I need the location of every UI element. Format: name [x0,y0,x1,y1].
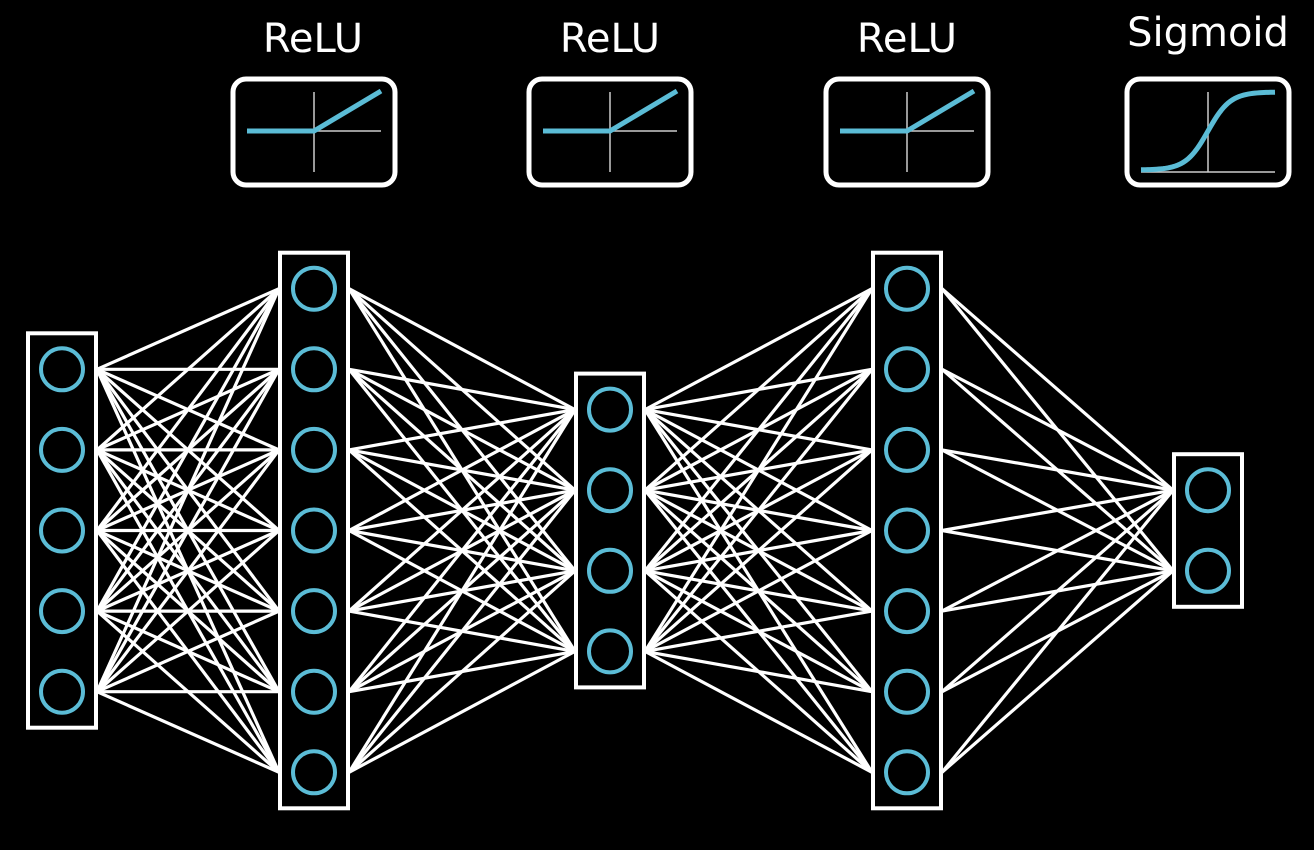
neuron-node [291,668,337,715]
connection-edge [96,287,280,371]
neuron-node [1185,547,1231,594]
connection-edge [643,287,874,572]
neuron-node [39,426,85,473]
connection-edge [348,408,576,532]
relu-curve-icon [840,88,976,134]
neuron-node [884,507,930,554]
relu-curve-icon [543,88,679,134]
connection-edge [96,609,280,694]
connection-edge [95,287,281,532]
connection-edge [348,408,576,452]
neuron-node [587,467,633,514]
neuron-node [39,668,85,715]
connection-edge [941,488,1174,533]
connection-edge [644,529,873,653]
layer-box-1 [26,331,98,730]
connection-edge [941,448,1174,492]
neuron-node [291,507,337,554]
connection-edge [95,368,281,693]
neuron-node [587,547,633,594]
connection-edge [941,488,1174,613]
activation-label-3: ReLU [856,16,958,62]
connection-edge [347,408,577,693]
connection-edge [95,287,281,612]
connection-edge [95,448,281,693]
neuron-node [39,507,85,554]
connection-edge [940,569,1175,774]
layer-box-5 [1172,452,1244,609]
connection-edge [96,690,280,774]
layer-box-2 [278,250,350,811]
connection-edge [643,287,874,492]
neuron-node [884,668,930,715]
connection-edge [644,649,873,774]
connection-edge [643,448,874,653]
neuron-node [39,588,85,635]
neuron-node [587,386,633,433]
layer-box-3 [574,371,646,690]
neuron-node [291,749,337,796]
neuron-node [291,265,337,312]
relu-curve-icon [247,88,383,134]
neuron-node [884,749,930,796]
neuron-node [39,346,85,393]
connection-edge [644,609,873,653]
connection-edge [348,287,576,412]
connection-edge [347,408,577,613]
neuron-node [587,628,633,675]
neuron-node [884,265,930,312]
connection-edge [644,649,873,694]
connection-edge [940,287,1175,492]
connection-edge [348,367,576,412]
connection-edge [643,368,874,653]
activation-label-1: ReLU [262,16,364,62]
connection-edge [348,649,576,774]
connection-edge [347,569,577,774]
neuron-node [291,426,337,473]
activation-label-2: ReLU [559,16,661,62]
neuron-node [291,588,337,635]
sigmoid-curve-icon [1140,89,1276,173]
connection-edge [940,489,1175,774]
neuron-node [884,588,930,635]
neuron-node [291,346,337,393]
connection-edge [644,287,873,412]
connection-edge [95,288,281,693]
neuron-node [884,346,930,393]
connection-edge [347,489,577,774]
neuron-node [1185,467,1231,514]
connection-edge [95,529,281,693]
connection-edge [347,408,577,774]
layer-box-4 [871,250,943,811]
activation-label-4: Sigmoid [1127,10,1289,56]
neuron-node [884,426,930,473]
connection-edge [941,367,1174,492]
connection-edge [940,488,1175,693]
connection-edge [643,287,874,653]
connection-edge [95,287,281,452]
